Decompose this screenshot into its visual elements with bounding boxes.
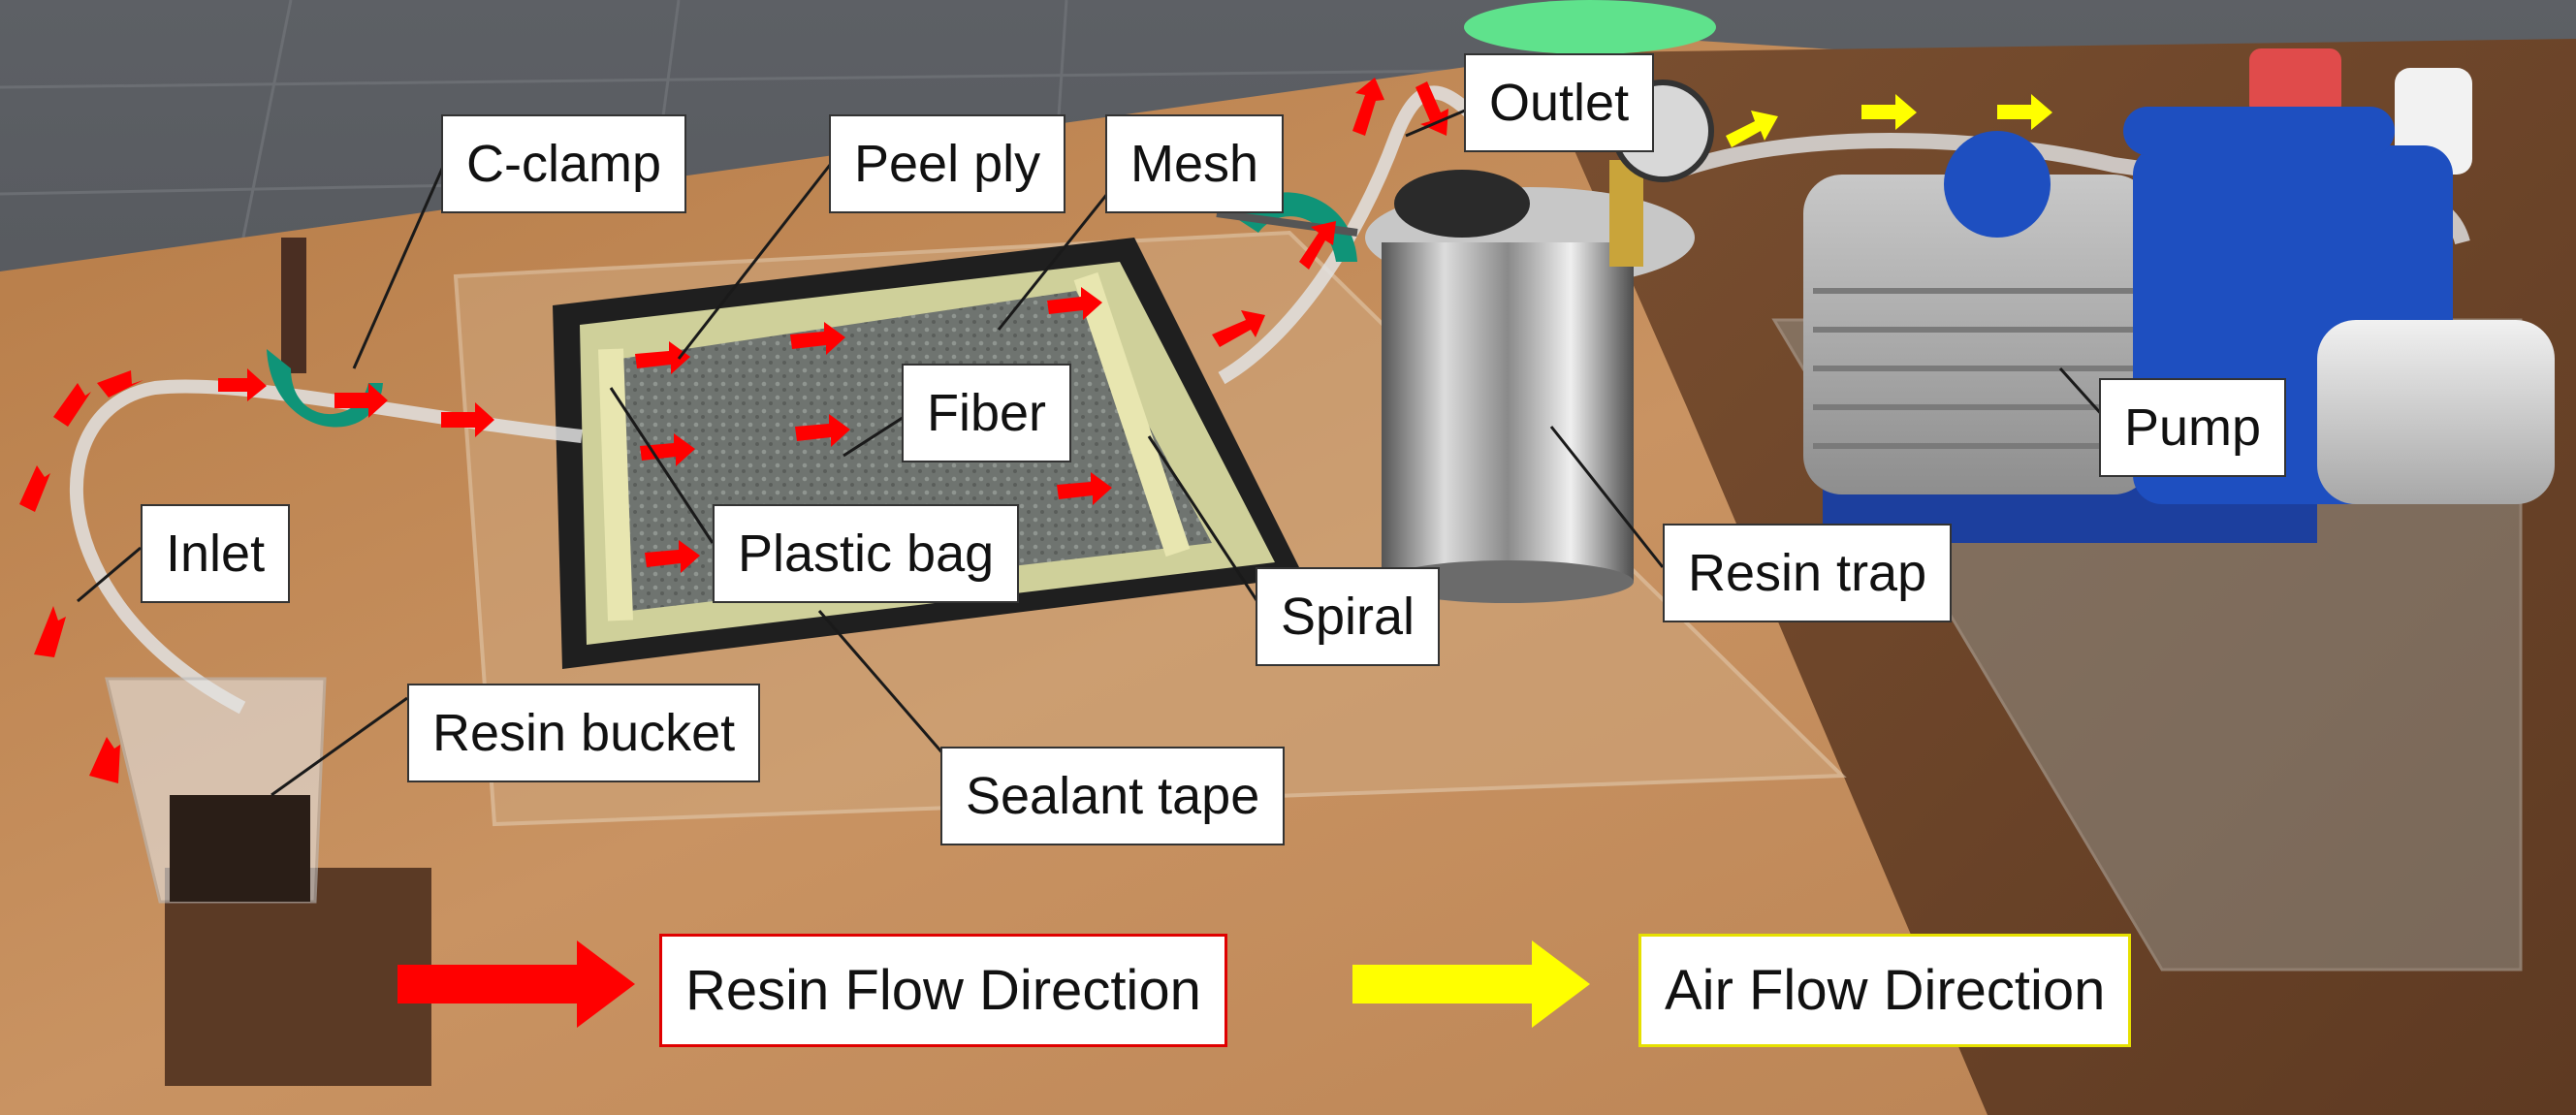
resin-flow-arrows xyxy=(19,78,1448,783)
resin-arrow xyxy=(1299,221,1336,270)
resin-arrow xyxy=(795,414,850,447)
leader-line-resin-bucket xyxy=(270,696,408,797)
leader-line-fiber xyxy=(843,410,912,458)
resin-arrow xyxy=(97,370,143,398)
resin-legend-arrow xyxy=(398,940,635,1028)
label-peel-ply: Peel ply xyxy=(829,114,1066,213)
air-arrow xyxy=(1726,111,1778,147)
label-c-clamp: C-clamp xyxy=(441,114,687,213)
label-inlet: Inlet xyxy=(141,504,291,603)
leader-line-peel-ply xyxy=(677,159,836,360)
leader-line-resin-trap xyxy=(1549,426,1665,568)
resin-arrow xyxy=(1212,310,1265,347)
label-sealant-tape: Sealant tape xyxy=(940,747,1286,845)
legend-resin-flow: Resin Flow Direction xyxy=(659,934,1227,1047)
resin-arrow xyxy=(53,383,91,427)
label-resin-trap: Resin trap xyxy=(1663,524,1953,622)
leader-line-c-clamp xyxy=(352,159,448,369)
resin-arrow xyxy=(19,465,50,512)
air-legend-arrow xyxy=(1352,940,1590,1028)
leader-lines xyxy=(77,103,2106,797)
resin-arrow xyxy=(1047,287,1102,320)
resin-arrow xyxy=(640,433,695,466)
resin-arrow xyxy=(790,322,845,355)
resin-liquid xyxy=(170,795,310,902)
label-plastic-bag: Plastic bag xyxy=(713,504,1020,603)
label-fiber: Fiber xyxy=(902,364,1072,462)
red-can xyxy=(2249,48,2341,116)
resin-arrow xyxy=(334,383,388,418)
spiral-tube-right xyxy=(1073,271,1191,558)
resin-arrow xyxy=(1352,78,1384,136)
spiral-tube-left xyxy=(598,348,633,621)
air-flow-arrows xyxy=(1726,94,2052,147)
wooden-block xyxy=(165,868,431,1086)
label-outlet: Outlet xyxy=(1464,53,1655,152)
air-arrow xyxy=(1997,94,2052,130)
label-resin-bucket: Resin bucket xyxy=(407,684,761,782)
air-arrow xyxy=(1861,94,1917,130)
inlet-tube xyxy=(70,379,583,715)
resin-arrow xyxy=(1057,472,1112,505)
resin-trap-vessel xyxy=(1365,80,1714,603)
label-spiral: Spiral xyxy=(1256,567,1441,666)
resin-arrow xyxy=(645,540,700,573)
resin-arrow xyxy=(218,368,267,401)
outlet-tube xyxy=(1218,85,1479,385)
leader-line-inlet xyxy=(77,546,142,603)
leader-line-sealant-tape xyxy=(817,610,947,757)
resin-arrow xyxy=(635,341,690,374)
resin-arrow xyxy=(441,402,494,437)
resin-arrow xyxy=(89,737,120,783)
leader-line-spiral xyxy=(1147,435,1262,607)
leader-line-plastic-bag xyxy=(609,387,715,544)
label-pump: Pump xyxy=(2099,378,2287,477)
label-mesh: Mesh xyxy=(1105,114,1285,213)
green-hose-coil xyxy=(1464,0,1716,54)
legend-air-flow: Air Flow Direction xyxy=(1638,934,2132,1047)
resin-arrow xyxy=(34,606,66,657)
leader-line-pump xyxy=(2058,366,2106,419)
